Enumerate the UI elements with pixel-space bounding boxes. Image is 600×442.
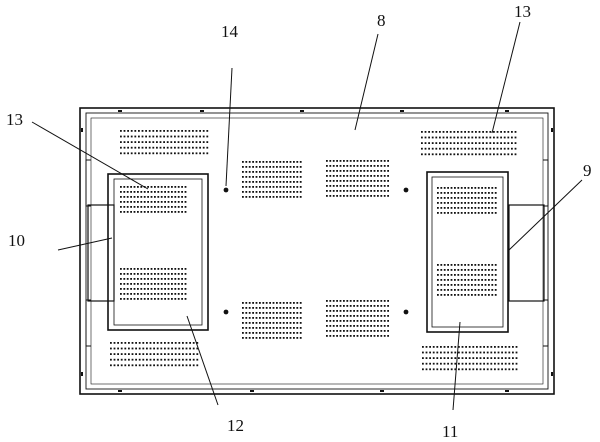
- left-box: [107, 173, 209, 331]
- callout-8: 8: [377, 11, 386, 30]
- callout-11: 11: [442, 422, 458, 441]
- callout-14: 14: [221, 22, 239, 41]
- edge-marks: [81, 110, 553, 392]
- leader-12: [186, 315, 219, 406]
- leader-13-right: [491, 21, 521, 134]
- callout-12: 12: [227, 416, 244, 435]
- leader-10: [57, 237, 113, 251]
- right-mount-plate: [508, 204, 545, 302]
- right-box: [426, 171, 509, 333]
- callout-9: 9: [583, 161, 592, 180]
- leader-11: [452, 321, 461, 411]
- screw-holes: [223, 187, 409, 315]
- leader-lines: [31, 21, 583, 411]
- leader-8: [354, 33, 379, 131]
- leader-13-left: [31, 121, 149, 190]
- leader-14: [225, 67, 233, 187]
- back-panel: [79, 107, 555, 395]
- vent-holes: [110, 130, 518, 371]
- callout-13-left: 13: [6, 110, 23, 129]
- left-mount-plate: [87, 204, 115, 302]
- callout-13-right: 13: [514, 2, 531, 21]
- callout-10: 10: [8, 231, 25, 250]
- leader-9: [508, 179, 583, 251]
